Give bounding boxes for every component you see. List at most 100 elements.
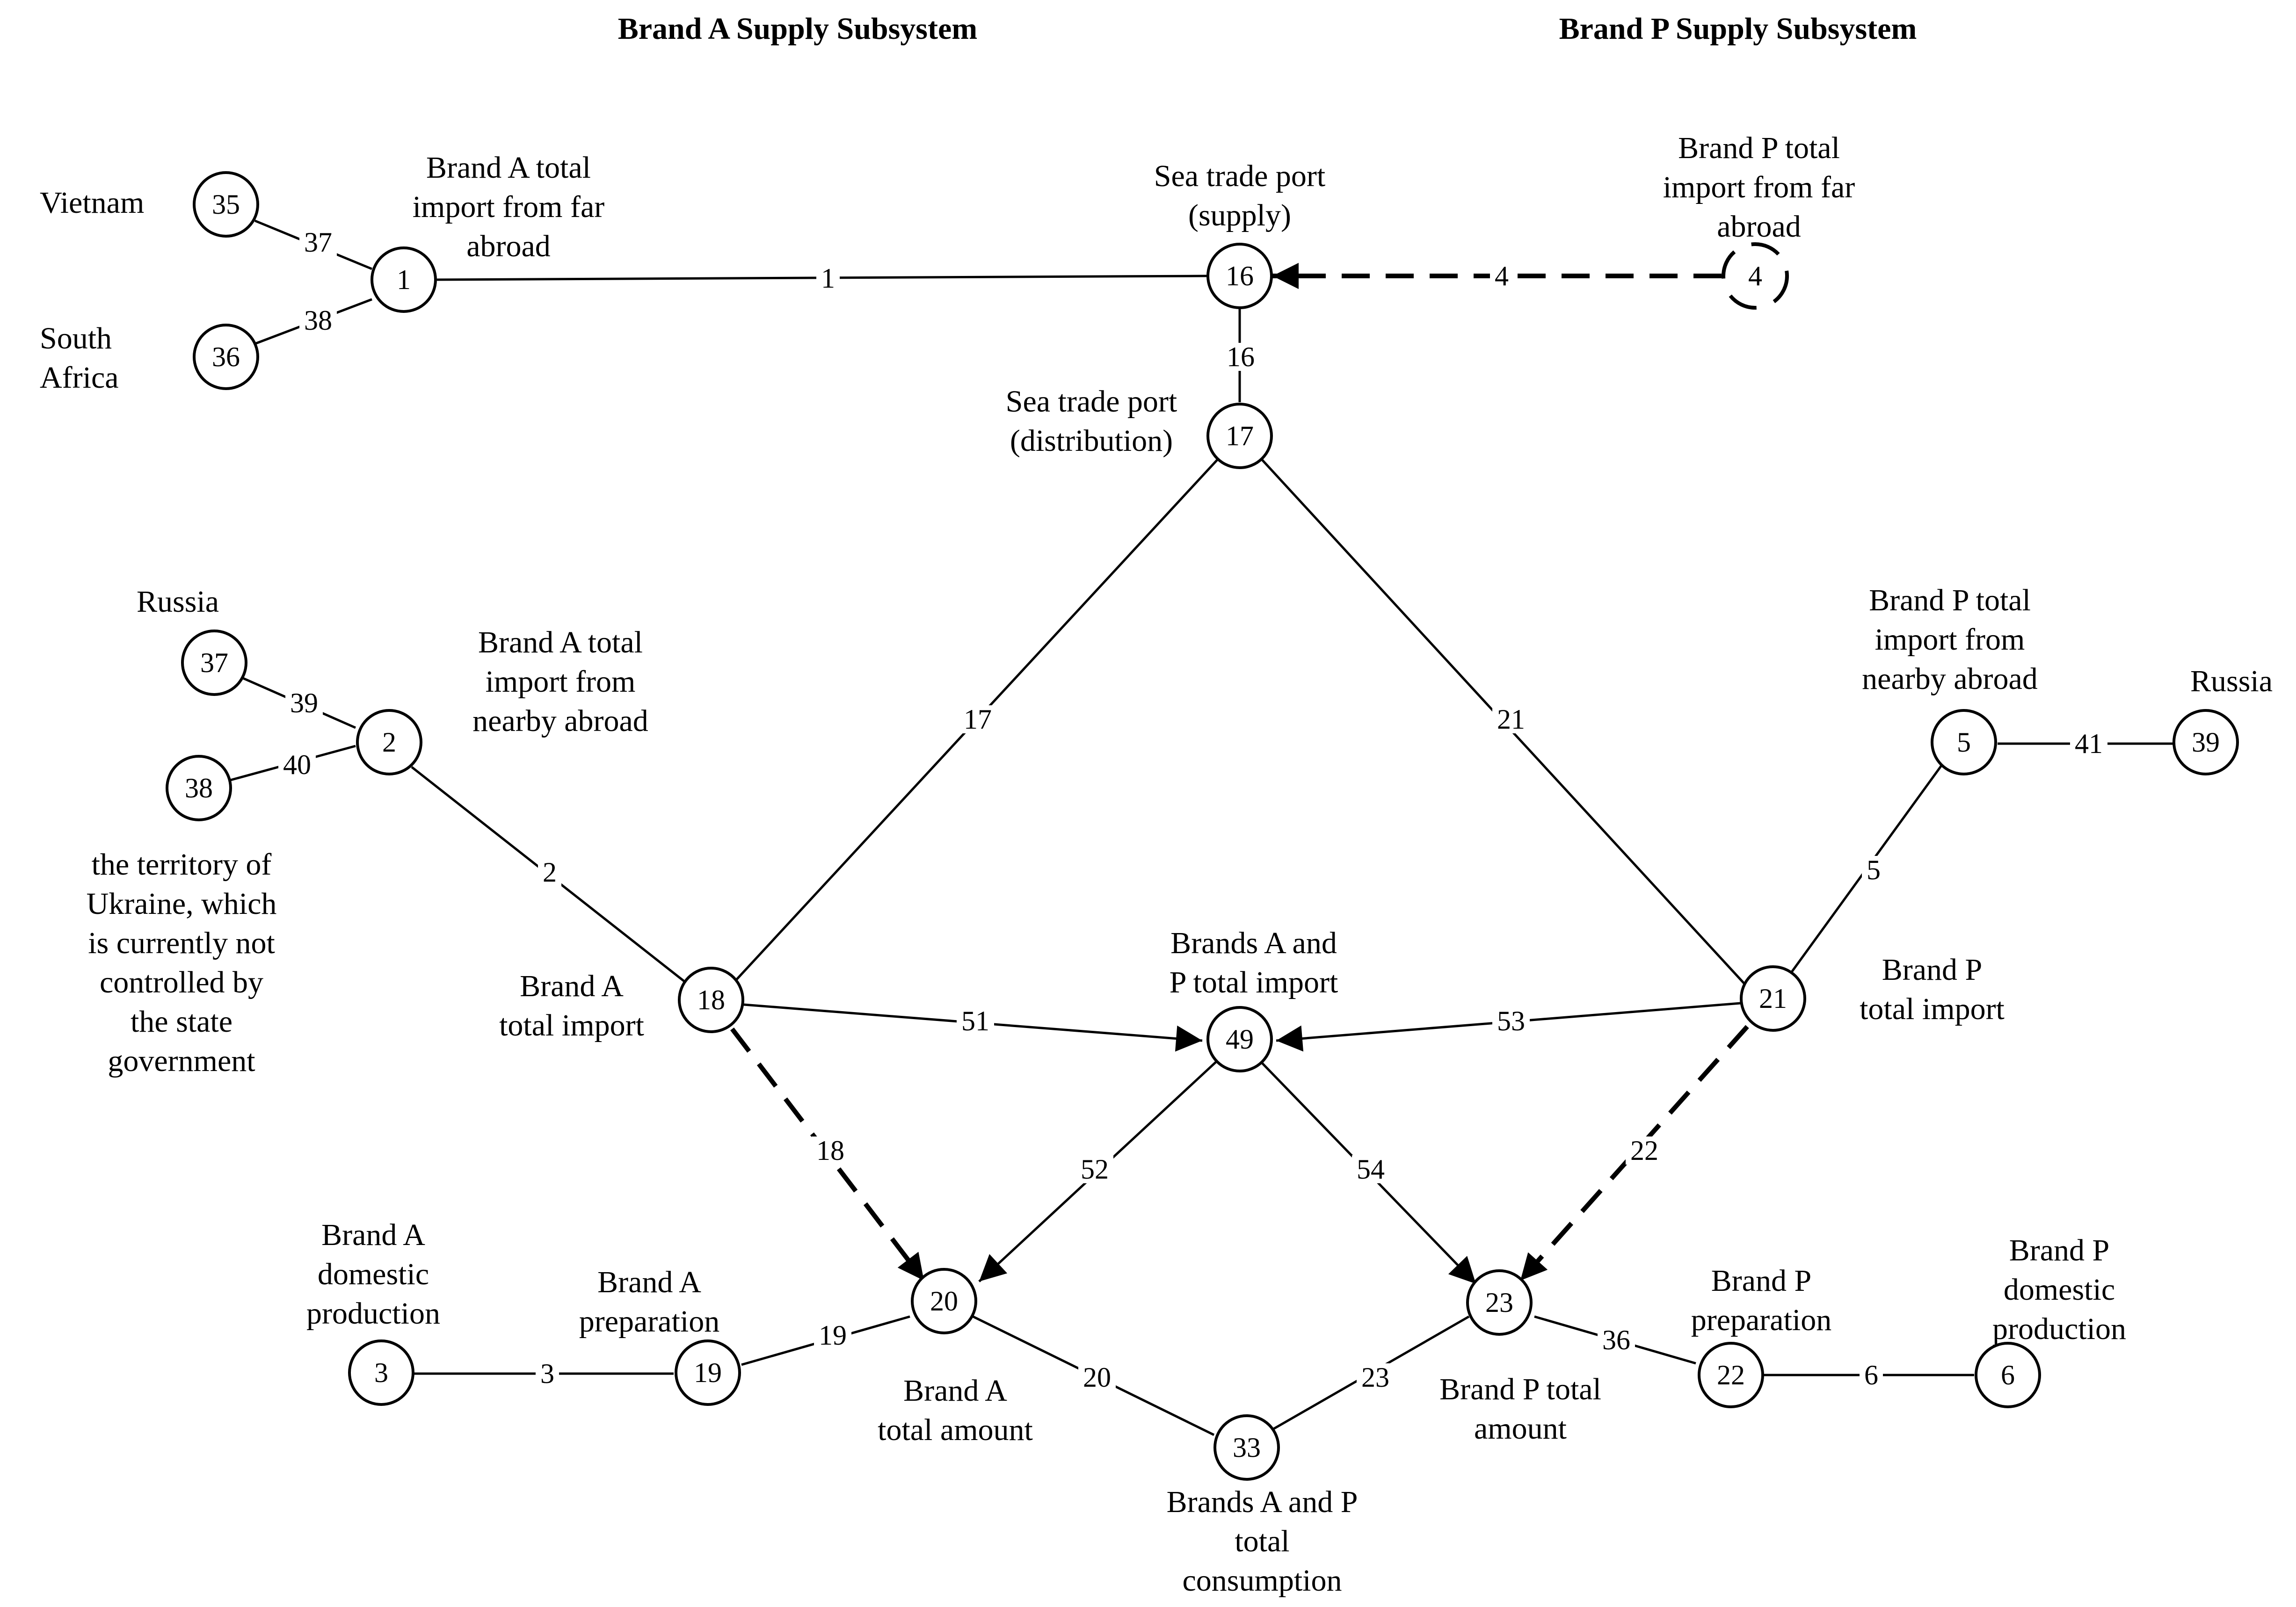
edges-layer [226, 219, 2178, 1436]
svg-text:2: 2 [543, 857, 557, 888]
edge-label-53: 53 [1492, 1006, 1530, 1036]
svg-text:49: 49 [1226, 1024, 1254, 1055]
svg-text:39: 39 [290, 688, 318, 718]
svg-text:51: 51 [961, 1006, 989, 1036]
node-2: 2 [356, 709, 422, 775]
svg-text:21: 21 [1759, 983, 1787, 1014]
edge-label-6: 6 [1860, 1360, 1883, 1390]
svg-text:4: 4 [1495, 261, 1509, 291]
edge-label-52: 52 [1076, 1154, 1113, 1185]
node-37: 37 [181, 630, 247, 696]
svg-text:23: 23 [1485, 1287, 1513, 1318]
label-russia-brand-a: Russia [137, 585, 219, 619]
node-19: 19 [675, 1339, 741, 1406]
label-russia-brand-p: Russia [2190, 664, 2273, 698]
node-23: 23 [1466, 1269, 1533, 1336]
edge-label-5: 5 [1862, 854, 1885, 885]
svg-text:5: 5 [1957, 727, 1971, 758]
node-20: 20 [911, 1268, 977, 1334]
svg-text:54: 54 [1357, 1154, 1385, 1185]
svg-text:3: 3 [540, 1358, 554, 1389]
node-38: 38 [166, 755, 232, 821]
svg-text:3: 3 [374, 1357, 388, 1388]
nodes-layer: 35 36 1 16 4 17 37 38 2 18 49 21 5 39 3 … [166, 171, 2239, 1481]
label-sea-port-supply: Sea trade port(supply) [1154, 159, 1326, 232]
edge-labels-layer: 37 38 1 4 16 39 40 17 21 2 41 5 51 53 18… [278, 227, 2107, 1393]
svg-text:20: 20 [1083, 1362, 1111, 1393]
edge-label-39: 39 [285, 688, 323, 718]
edge-label-37: 37 [299, 227, 337, 258]
svg-text:18: 18 [816, 1135, 844, 1166]
svg-text:35: 35 [212, 189, 240, 220]
svg-text:19: 19 [819, 1320, 847, 1351]
heading-brand-p-subsystem: Brand P Supply Subsystem [1559, 12, 1917, 46]
svg-text:21: 21 [1497, 704, 1525, 735]
node-6: 6 [1975, 1342, 2041, 1408]
svg-text:22: 22 [1630, 1135, 1658, 1166]
node-33: 33 [1213, 1414, 1280, 1481]
edge-22 [1519, 1025, 1749, 1282]
svg-text:17: 17 [964, 704, 992, 735]
svg-text:36: 36 [1602, 1325, 1630, 1355]
svg-text:33: 33 [1233, 1432, 1261, 1463]
svg-text:1: 1 [821, 263, 835, 294]
svg-text:37: 37 [304, 227, 332, 258]
node-4: 4 [1722, 242, 1789, 310]
heading-brand-a-subsystem: Brand A Supply Subsystem [618, 12, 978, 46]
svg-text:16: 16 [1226, 261, 1254, 291]
edge-label-3: 3 [536, 1358, 559, 1389]
edge-label-4: 4 [1490, 261, 1513, 291]
svg-text:5: 5 [1867, 854, 1881, 885]
edge-label-20: 20 [1078, 1362, 1116, 1393]
label-vietnam: Vietnam [40, 186, 144, 220]
edge-label-36: 36 [1598, 1325, 1635, 1355]
edge-label-2: 2 [538, 857, 561, 888]
node-49: 49 [1206, 1006, 1273, 1072]
svg-text:52: 52 [1081, 1154, 1109, 1185]
svg-text:40: 40 [283, 749, 311, 780]
node-1: 1 [371, 246, 437, 313]
node-36: 36 [193, 324, 259, 390]
svg-text:1: 1 [397, 264, 411, 295]
svg-text:41: 41 [2075, 728, 2103, 759]
edge-label-21: 21 [1492, 704, 1530, 735]
svg-text:4: 4 [1748, 261, 1762, 291]
node-22: 22 [1698, 1342, 1764, 1408]
node-39: 39 [2172, 709, 2239, 775]
node-5: 5 [1931, 709, 1997, 775]
node-16: 16 [1206, 243, 1273, 309]
edge-label-51: 51 [957, 1006, 994, 1036]
svg-text:53: 53 [1497, 1006, 1525, 1036]
svg-text:23: 23 [1361, 1362, 1389, 1393]
edge-label-54: 54 [1352, 1154, 1389, 1185]
node-17: 17 [1206, 403, 1273, 469]
svg-text:36: 36 [212, 341, 240, 372]
svg-text:19: 19 [694, 1357, 722, 1388]
svg-text:39: 39 [2192, 727, 2220, 758]
svg-text:6: 6 [2001, 1360, 2015, 1390]
node-21: 21 [1740, 965, 1806, 1032]
svg-text:16: 16 [1227, 341, 1255, 372]
edge-label-40: 40 [278, 749, 316, 780]
edge-label-38: 38 [299, 305, 337, 336]
edge-label-17: 17 [959, 704, 996, 735]
node-3: 3 [348, 1339, 414, 1406]
edge-label-16: 16 [1223, 341, 1258, 372]
svg-text:17: 17 [1226, 420, 1254, 451]
edge-label-23: 23 [1357, 1362, 1394, 1393]
svg-text:38: 38 [304, 305, 332, 336]
